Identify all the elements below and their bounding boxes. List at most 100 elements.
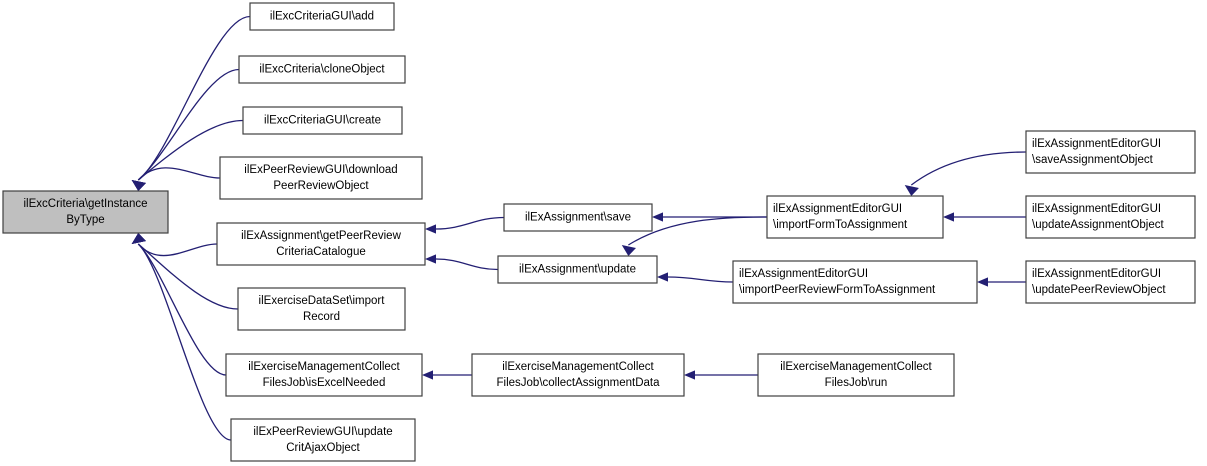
graph-edge-update-to-getpeerreviewcriteriacatalogue [425,254,499,271]
edge-line [435,258,499,271]
graph-node-ilexassignmenteditorgui-importpeerreviewformtoassignment[interactable]: ilExAssignmentEditorGUI \importPeerReview… [732,260,978,304]
edge-line [435,216,505,230]
node-box[interactable] [471,353,685,397]
node-label-line: FilesJob\run [825,377,888,389]
graph-node-ilexccriteriagui-create[interactable]: ilExcCriteriaGUI\create [242,106,403,135]
node-label-line: FilesJob\isExcelNeeded [263,377,386,389]
node-label-line: ilExerciseManagementCollect [502,361,654,373]
graph-node-ilexassignmenteditorgui-updatepeerreviewobject[interactable]: ilExAssignmentEditorGUI \updatePeerReview… [1025,260,1196,304]
node-label-line: \importFormToAssignment [773,219,908,231]
node-label-line: FilesJob\collectAssignmentData [497,377,661,389]
graph-edge-run-to-collectassignmentdata [684,370,758,380]
node-box[interactable] [2,190,169,234]
edge-arrowhead [904,185,919,196]
node-box[interactable] [230,418,416,462]
graph-node-ilexercisemanagementcollectfilesjob-isexcelneeded[interactable]: ilExerciseManagementCollectFilesJob\isEx… [225,353,423,397]
node-label-line: ilExAssignment\save [525,212,631,224]
graph-node-ilexpeerreviewgui-downloadpeerreviewobject[interactable]: ilExPeerReviewGUI\downloadPeerReviewObje… [219,156,423,200]
edge-line [137,243,227,376]
edge-arrowhead [425,224,436,234]
edge-line [910,151,1027,186]
node-box[interactable] [766,195,944,239]
graph-node-ilexccriteriagui-add[interactable]: ilExcCriteriaGUI\add [249,2,395,31]
edge-arrowhead [657,272,668,282]
node-box[interactable] [216,222,426,266]
node-label-line: ilExerciseDataSet\import [259,295,386,307]
edge-arrowhead [621,245,636,256]
graph-edge-save-to-getpeerreviewcriteriacatalogue [425,216,505,234]
node-label-line: ilExerciseManagementCollect [780,361,932,373]
node-box[interactable] [757,353,955,397]
node-box[interactable] [732,260,978,304]
node-label-line: \updatePeerReviewObject [1032,284,1166,296]
node-label-line: CriteriaCatalogue [276,246,366,258]
node-box[interactable] [225,353,423,397]
node-layer: ilExcCriteria\getInstanceByTypeilExcCrit… [2,2,1196,462]
node-label-line: ByType [66,214,104,226]
node-label-line: \importPeerReviewFormToAssignment [739,284,936,296]
node-label-line: ilExerciseManagementCollect [248,361,400,373]
node-label-line: ilExAssignmentEditorGUI [1032,203,1161,215]
edge-arrowhead [422,370,433,380]
node-label-line: ilExAssignmentEditorGUI [1032,138,1161,150]
graph-edge-collectassignmentdata-to-isexcelneeded [422,370,472,380]
node-label-line: CritAjaxObject [286,442,360,454]
edge-arrowhead [977,277,988,287]
edge-line [137,15,251,181]
node-box[interactable] [242,106,403,135]
graph-edge-updateassignmentobject-to-importformtoassignment [943,212,1026,222]
graph-edge-updatecritajaxobject-to-getinstancebytype [131,233,232,441]
graph-edge-importformtoassignment-to-update [621,216,768,256]
node-label-line: ilExcCriteria\cloneObject [259,64,385,76]
node-box[interactable] [219,156,423,200]
edge-arrowhead [131,233,146,244]
graph-edge-importpeerreviewformtoassignment-to-update [657,272,734,283]
node-label-line: ilExPeerReviewGUI\download [244,164,397,176]
graph-node-ilexercisemanagementcollectfilesjob-collectassignmentdata[interactable]: ilExerciseManagementCollectFilesJob\coll… [471,353,685,397]
edge-arrowhead [684,370,695,380]
edge-layer [131,15,1027,441]
node-label-line: PeerReviewObject [273,180,369,192]
node-label-line: ilExcCriteria\getInstance [24,198,148,210]
node-label-line: \saveAssignmentObject [1032,154,1154,166]
edge-arrowhead [943,212,954,222]
edge-arrowhead [131,180,146,191]
graph-edge-downloadpeerreviewobject-to-getinstancebytype [131,167,221,191]
graph-node-ilexassignment-getpeerreviewcriteriacatalogue[interactable]: ilExAssignment\getPeerReviewCriteriaCata… [216,222,426,266]
node-label-line: ilExAssignment\update [519,264,636,276]
node-box[interactable] [1025,130,1196,174]
edge-arrowhead [652,212,663,222]
node-box[interactable] [238,55,406,84]
edge-arrowhead [425,254,436,264]
node-label-line: Record [303,311,340,323]
node-label-line: ilExAssignment\getPeerReview [241,230,401,242]
node-box[interactable] [237,287,406,331]
graph-node-ilexassignment-update[interactable]: ilExAssignment\update [497,255,658,284]
node-box[interactable] [1025,260,1196,304]
node-label-line: ilExcCriteriaGUI\add [270,11,374,23]
graph-node-ilexassignmenteditorgui-saveassignmentobject[interactable]: ilExAssignmentEditorGUI \saveAssignmentOb… [1025,130,1196,174]
node-box[interactable] [249,2,395,31]
node-label-line: ilExAssignmentEditorGUI [773,203,902,215]
node-box[interactable] [1025,195,1196,239]
graph-node-ilexassignmenteditorgui-importformtoassignment[interactable]: ilExAssignmentEditorGUI \importFormToAssi… [766,195,944,239]
graph-node-ilexccriteria-cloneobject[interactable]: ilExcCriteria\cloneObject [238,55,406,84]
graph-node-ilexassignment-save[interactable]: ilExAssignment\save [503,203,653,232]
edge-line [137,68,240,181]
edge-line [667,276,734,283]
node-box[interactable] [503,203,653,232]
node-label-line: ilExAssignmentEditorGUI [739,268,868,280]
node-label-line: ilExAssignmentEditorGUI [1032,268,1161,280]
node-box[interactable] [497,255,658,284]
node-label-line: ilExPeerReviewGUI\update [253,426,392,438]
graph-edge-updatepeerreviewobject-to-importpeerreviewformtoassignment [977,277,1027,287]
node-label-line: \updateAssignmentObject [1032,219,1164,231]
edge-line [137,167,221,181]
graph-node-ilexassignmenteditorgui-updateassignmentobject[interactable]: ilExAssignmentEditorGUI \updateAssignment… [1025,195,1196,239]
